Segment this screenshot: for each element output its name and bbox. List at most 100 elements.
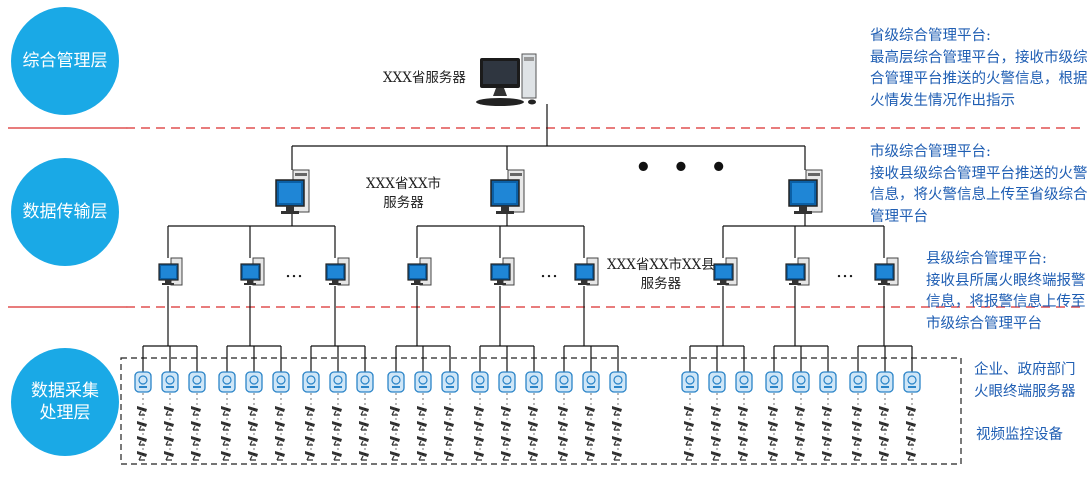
surveillance-camera-icon: [359, 421, 369, 431]
surveillance-camera-icon: [558, 436, 568, 446]
terminal-device-icon: [356, 371, 374, 393]
terminal-device-icon: [272, 371, 290, 393]
surveillance-camera-icon: [768, 421, 778, 431]
terminal-device-icon: [387, 371, 405, 393]
surveillance-camera-icon: [332, 436, 342, 446]
surveillance-camera-icon: [684, 451, 694, 461]
surveillance-camera-icon: [305, 406, 315, 416]
surveillance-camera-icon: [822, 436, 832, 446]
surveillance-camera-icon: [558, 406, 568, 416]
surveillance-camera-icon: [852, 406, 862, 416]
terminal-device-icon: [441, 371, 459, 393]
surveillance-camera-icon: [768, 451, 778, 461]
surveillance-camera-icon: [444, 451, 454, 461]
surveillance-camera-icon: [711, 421, 721, 431]
city-server-label: XXX省XX市 服务器: [366, 176, 442, 211]
surveillance-camera-icon: [528, 436, 538, 446]
surveillance-camera-icon: [275, 436, 285, 446]
terminal-device-icon: [582, 371, 600, 393]
city-server-icon: [788, 169, 823, 214]
county-ellipsis-1: …: [285, 261, 305, 282]
county-server-icon: [407, 257, 432, 286]
surveillance-camera-icon: [711, 406, 721, 416]
surveillance-camera-icon: [501, 421, 511, 431]
surveillance-camera-icon: [768, 436, 778, 446]
surveillance-camera-icon: [390, 421, 400, 431]
surveillance-camera-icon: [332, 406, 342, 416]
surveillance-camera-icon: [191, 406, 201, 416]
surveillance-camera-icon: [221, 421, 231, 431]
surveillance-camera-icon: [137, 451, 147, 461]
surveillance-camera-icon: [191, 436, 201, 446]
terminal-device-icon: [218, 371, 236, 393]
terminal-device-icon: [849, 371, 867, 393]
surveillance-camera-icon: [275, 406, 285, 416]
surveillance-camera-icon: [738, 436, 748, 446]
surveillance-camera-icon: [221, 436, 231, 446]
surveillance-camera-icon: [390, 436, 400, 446]
terminal-device-icon: [245, 371, 263, 393]
surveillance-camera-icon: [248, 406, 258, 416]
surveillance-camera-icon: [612, 436, 622, 446]
surveillance-camera-icon: [137, 406, 147, 416]
surveillance-camera-icon: [684, 406, 694, 416]
layer-transmission-label: 数据传输层: [22, 202, 108, 222]
county-ellipsis-2: …: [540, 261, 560, 282]
surveillance-camera-icon: [879, 421, 889, 431]
county-ellipsis-3: …: [836, 261, 856, 282]
surveillance-camera-icon: [768, 406, 778, 416]
terminal-device-icon: [792, 371, 810, 393]
surveillance-camera-icon: [444, 406, 454, 416]
province-server-icon: [476, 53, 537, 106]
surveillance-camera-icon: [359, 406, 369, 416]
surveillance-camera-icon: [585, 451, 595, 461]
surveillance-camera-icon: [305, 421, 315, 431]
surveillance-camera-icon: [474, 436, 484, 446]
surveillance-camera-icon: [822, 421, 832, 431]
terminal-device-icon: [498, 371, 516, 393]
surveillance-camera-icon: [684, 421, 694, 431]
surveillance-camera-icon: [585, 421, 595, 431]
surveillance-camera-icon: [221, 406, 231, 416]
surveillance-camera-icon: [612, 421, 622, 431]
terminal-device-icon: [471, 371, 489, 393]
county-platform-note: 县级综合管理平台: 接收县所属火眼终端报警 信息，将报警信息上传至 市级综合管理…: [926, 251, 1086, 332]
terminal-device-icon: [161, 371, 179, 393]
province-server-label: XXX省服务器: [383, 70, 466, 86]
surveillance-camera-icon: [795, 436, 805, 446]
surveillance-camera-icon: [164, 436, 174, 446]
surveillance-camera-icon: [248, 436, 258, 446]
surveillance-camera-icon: [164, 406, 174, 416]
surveillance-camera-icon: [906, 421, 916, 431]
surveillance-camera-icon: [390, 451, 400, 461]
surveillance-camera-icon: [528, 421, 538, 431]
surveillance-camera-icon: [191, 451, 201, 461]
collection-layer-box: [120, 357, 962, 465]
surveillance-camera-icon: [612, 451, 622, 461]
surveillance-camera-icon: [474, 451, 484, 461]
county-server-icon: [785, 257, 810, 286]
county-server-label: XXX省XX市XX县 服务器: [607, 257, 715, 292]
terminal-device-icon: [903, 371, 921, 393]
surveillance-camera-icon: [417, 451, 427, 461]
surveillance-camera-icon: [474, 406, 484, 416]
surveillance-camera-icon: [558, 451, 568, 461]
surveillance-camera-icon: [822, 406, 832, 416]
surveillance-camera-icon: [906, 451, 916, 461]
terminal-device-icon: [876, 371, 894, 393]
terminal-device-icon: [302, 371, 320, 393]
surveillance-camera-icon: [738, 451, 748, 461]
surveillance-camera-icon: [612, 406, 622, 416]
surveillance-camera-icon: [248, 451, 258, 461]
surveillance-camera-icon: [852, 451, 862, 461]
surveillance-camera-icon: [474, 421, 484, 431]
surveillance-camera-icon: [852, 421, 862, 431]
surveillance-camera-icon: [359, 436, 369, 446]
city-server-icon: [275, 169, 310, 214]
surveillance-camera-icon: [684, 436, 694, 446]
surveillance-camera-icon: [417, 406, 427, 416]
surveillance-camera-icon: [275, 451, 285, 461]
terminal-device-icon: [188, 371, 206, 393]
